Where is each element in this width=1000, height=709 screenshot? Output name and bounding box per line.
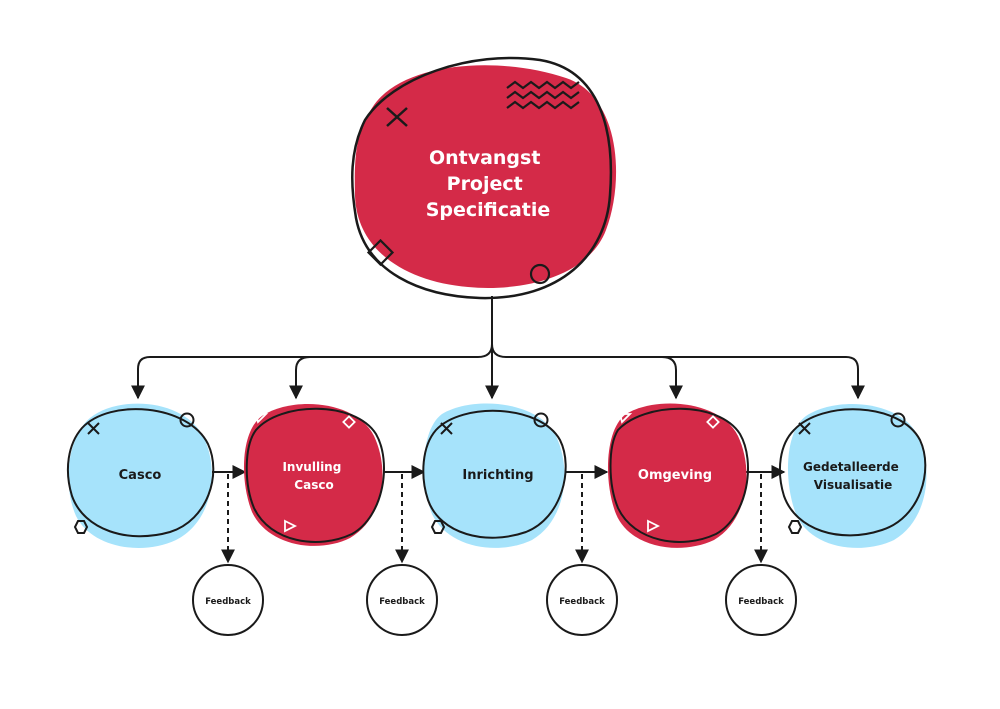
diamond-icon bbox=[706, 415, 720, 429]
step-outline bbox=[66, 408, 215, 538]
connector-to-omgeving bbox=[661, 356, 683, 400]
step-blob bbox=[787, 404, 927, 548]
step-label: Inrichting bbox=[462, 468, 533, 483]
triangle-icon bbox=[618, 413, 633, 424]
circle-icon bbox=[533, 412, 549, 428]
step-outline bbox=[609, 407, 749, 543]
feedback-label: Feedback bbox=[738, 597, 784, 607]
step-casco: Casco bbox=[66, 403, 215, 548]
feedback-label: Feedback bbox=[205, 597, 251, 607]
feedback-label: Feedback bbox=[379, 597, 425, 607]
feedback-node: Feedback bbox=[546, 564, 618, 636]
diamond-icon bbox=[366, 238, 395, 267]
hexagon-icon bbox=[430, 520, 446, 534]
x-mark-icon bbox=[87, 422, 100, 435]
x-mark-icon bbox=[440, 422, 453, 435]
step-outline bbox=[245, 407, 385, 543]
x-mark-icon bbox=[386, 107, 408, 127]
feedback-node: Feedback bbox=[192, 564, 264, 636]
feedback-arrows bbox=[221, 474, 768, 564]
step-label: Casco bbox=[119, 468, 162, 483]
step-blob bbox=[607, 403, 747, 548]
feedback-node: Feedback bbox=[725, 564, 797, 636]
step-inrichting: Inrichting bbox=[422, 403, 567, 548]
circle-icon bbox=[179, 412, 195, 428]
step-blob bbox=[423, 403, 565, 548]
triangle-icon bbox=[254, 413, 269, 424]
feedback-nodes: Feedback Feedback Feedback Feedback bbox=[192, 564, 797, 636]
root-blob bbox=[354, 65, 617, 288]
step-outline bbox=[422, 409, 567, 539]
circle-icon bbox=[890, 412, 906, 428]
triangle-icon bbox=[284, 519, 298, 533]
root-title: Ontvangst Project Specificatie bbox=[426, 147, 551, 221]
circle-icon bbox=[529, 263, 551, 285]
triangle-icon bbox=[647, 519, 661, 533]
root-node: Ontvangst Project Specificatie bbox=[351, 56, 617, 300]
feedback-label: Feedback bbox=[559, 597, 605, 607]
hexagon-icon bbox=[787, 520, 803, 534]
step-label: Gedetalleerde Visualisatie bbox=[803, 460, 903, 492]
step-blob bbox=[243, 404, 383, 546]
connector-branch-left bbox=[131, 343, 493, 400]
x-mark-icon bbox=[798, 422, 811, 435]
tree-connectors bbox=[131, 296, 865, 400]
step-invulling-casco: Invulling Casco bbox=[243, 404, 385, 546]
diamond-icon bbox=[342, 415, 356, 429]
connector-branch-right bbox=[491, 343, 865, 400]
step-label: Omgeving bbox=[638, 468, 712, 483]
feedback-node: Feedback bbox=[366, 564, 438, 636]
connector-to-invulling bbox=[289, 356, 311, 400]
hexagon-icon bbox=[73, 520, 89, 534]
step-blob bbox=[68, 403, 212, 548]
step-omgeving: Omgeving bbox=[607, 403, 749, 548]
zigzag-icon bbox=[506, 80, 580, 110]
step-gedetalleerde-visualisatie: Gedetalleerde Visualisatie bbox=[778, 404, 927, 548]
step-outline bbox=[778, 408, 927, 537]
step-label: Invulling Casco bbox=[282, 460, 345, 492]
root-outline bbox=[351, 56, 613, 300]
